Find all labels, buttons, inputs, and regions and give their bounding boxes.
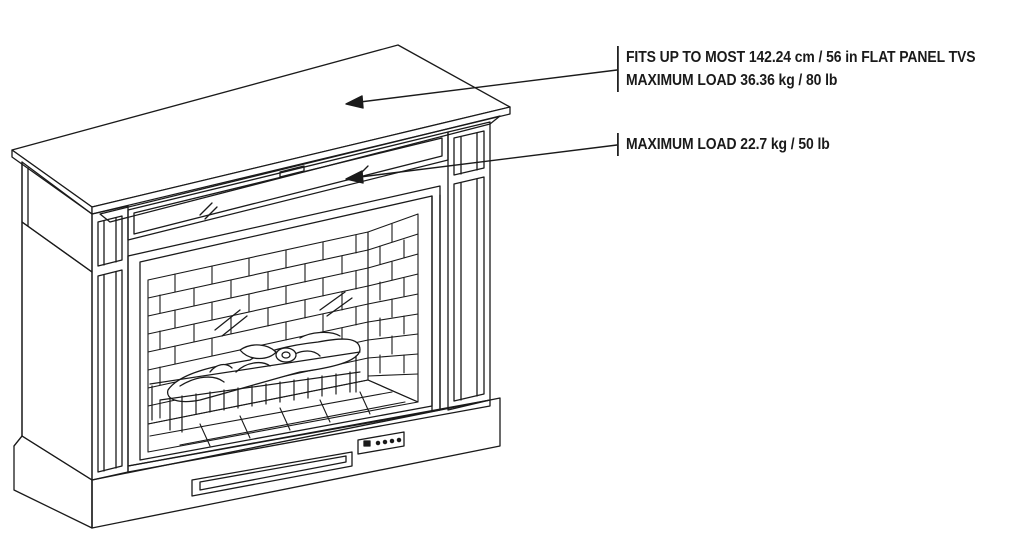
brick-side-wall [367,213,419,403]
callout-top-line2: MAXIMUM LOAD 36.36 kg / 80 lb [626,72,838,89]
log-grate [149,351,361,433]
callout-shelf: MAXIMUM LOAD 22.7 kg / 50 lb [617,133,830,156]
heater-vent [191,451,353,497]
glass-reflection [214,291,353,337]
right-pilaster [431,121,491,411]
callout-arrow-top [345,69,618,109]
callout-top-line1: FITS UP TO MOST 142.24 cm / 56 in FLAT P… [626,49,976,66]
callout-arrow-middle [345,144,618,184]
log-set [167,331,361,403]
left-pilaster [91,205,129,481]
control-panel [357,431,405,455]
callout-middle-line1: MAXIMUM LOAD 22.7 kg / 50 lb [626,136,830,153]
left-side-panel [21,161,93,481]
brick-floor [147,379,419,453]
base-plinth [13,397,501,529]
mantel-top [11,44,511,215]
callout-top-surface: FITS UP TO MOST 142.24 cm / 56 in FLAT P… [617,46,976,92]
